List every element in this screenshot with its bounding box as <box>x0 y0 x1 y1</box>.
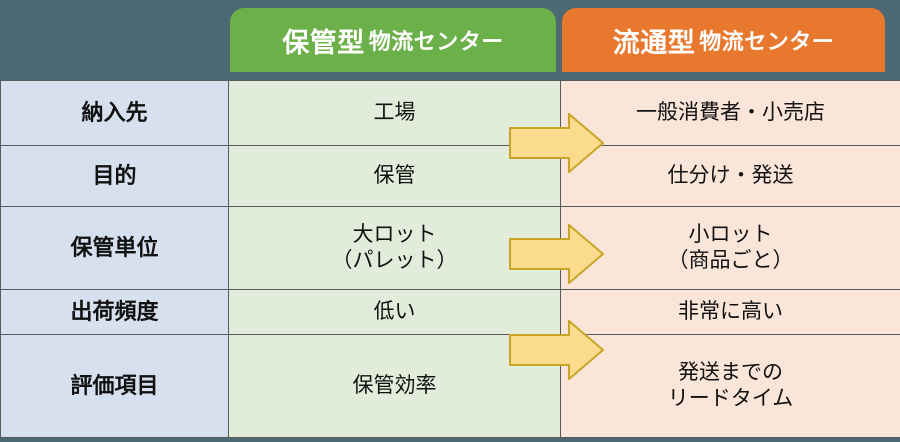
row-label-cell: 納入先 <box>0 80 229 146</box>
table-row: 目的 保管 仕分け・発送 <box>0 145 900 207</box>
header-tab-distribution-type: 流通型 物流センター <box>562 8 885 72</box>
distribution-value-cell: 小ロット （商品ごと） <box>560 206 900 290</box>
header-tab-storage-type: 保管型 物流センター <box>230 8 556 72</box>
distribution-value-cell: 一般消費者・小売店 <box>560 80 900 146</box>
header-storage-strong: 保管型 <box>282 27 365 58</box>
row-label-cell: 保管単位 <box>0 206 229 290</box>
storage-value-cell: 低い <box>228 289 561 335</box>
comparison-table: 納入先 工場 一般消費者・小売店 目的 保管 仕分け・発送 <box>0 80 900 438</box>
table-row: 出荷頻度 低い 非常に高い <box>0 289 900 335</box>
storage-value-cell: 大ロット （パレット） <box>228 206 561 290</box>
header-distribution-strong: 流通型 <box>612 27 696 58</box>
distribution-value-cell: 非常に高い <box>560 289 900 335</box>
row-label-cell: 目的 <box>0 145 229 207</box>
table-row: 納入先 工場 一般消費者・小売店 <box>0 80 900 146</box>
row-label-cell: 評価項目 <box>0 334 229 438</box>
header-distribution-rest: 物流センター <box>699 29 835 54</box>
distribution-value-cell: 仕分け・発送 <box>560 145 900 207</box>
table-row: 保管単位 大ロット （パレット） 小ロット （商品ごと） <box>0 206 900 290</box>
storage-value-cell: 保管 <box>228 145 561 207</box>
storage-value-cell: 工場 <box>228 80 561 146</box>
storage-value-cell: 保管効率 <box>228 334 561 438</box>
row-label-cell: 出荷頻度 <box>0 289 229 335</box>
header-storage-rest: 物流センター <box>368 29 504 54</box>
distribution-value-cell: 発送までの リードタイム <box>560 334 900 438</box>
table-row: 評価項目 保管効率 発送までの リードタイム <box>0 334 900 438</box>
